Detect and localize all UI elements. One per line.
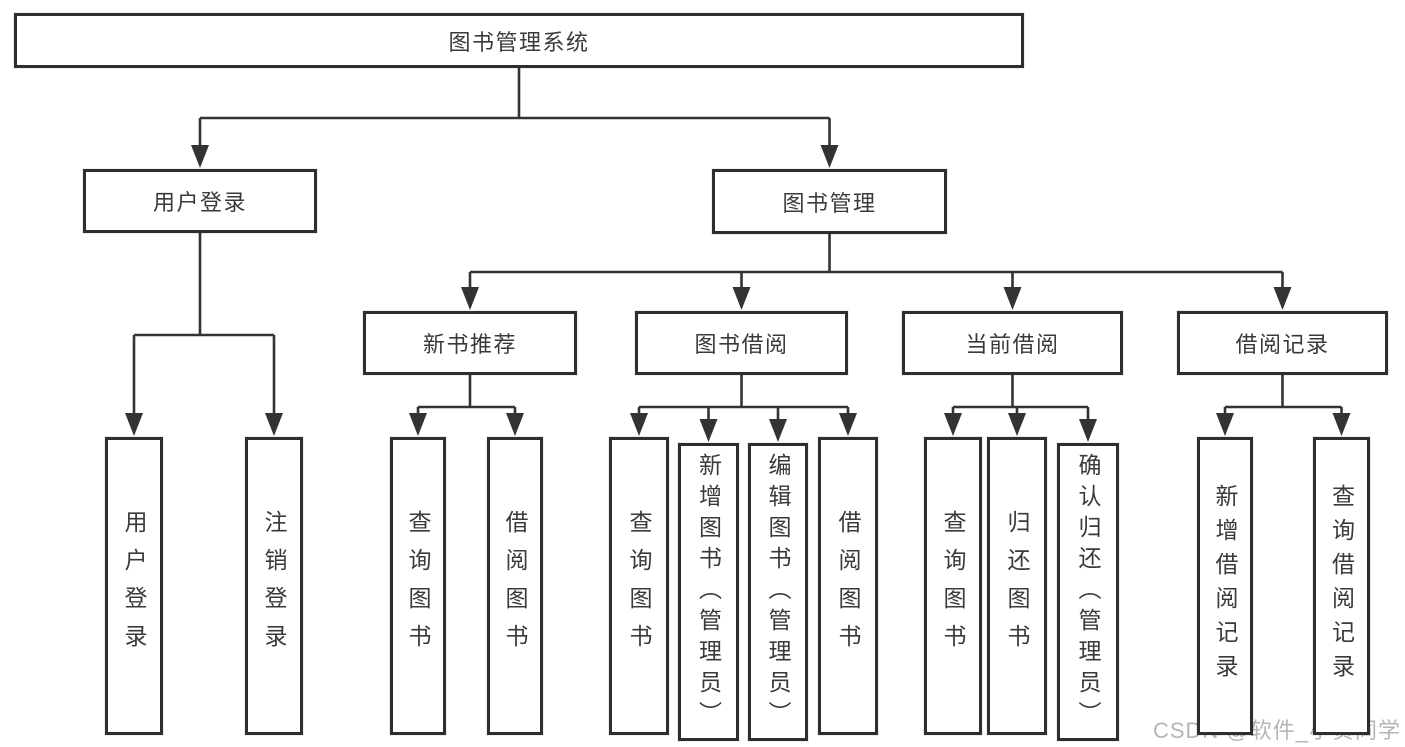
node-leaf-search-books: 查询图书 [609,437,669,735]
node-leaf-borrow-books: 借阅图书 [487,437,543,735]
node-leaf-confirm-return-admin: 确认归还（管理员） [1057,443,1119,741]
node-branch-user-login: 用户登录 [83,169,317,233]
node-leaf-borrow-books: 借阅图书 [818,437,878,735]
node-leaf-logout: 注销登录 [245,437,303,735]
node-leaf-return-books: 归还图书 [987,437,1047,735]
node-branch-borrowing-records: 借阅记录 [1177,311,1388,375]
node-leaf-user-login: 用户登录 [105,437,163,735]
node-branch-new-book-recommend: 新书推荐 [363,311,577,375]
node-leaf-search-borrow-record: 查询借阅记录 [1313,437,1370,735]
node-leaf-edit-books-admin: 编辑图书（管理员） [748,443,808,741]
node-leaf-add-books-admin: 新增图书（管理员） [678,443,739,741]
node-branch-book-borrowing: 图书借阅 [635,311,848,375]
node-leaf-search-books: 查询图书 [924,437,982,735]
node-branch-current-borrowing: 当前借阅 [902,311,1123,375]
node-branch-book-management: 图书管理 [712,169,947,234]
node-leaf-add-borrow-record: 新增借阅记录 [1197,437,1253,735]
node-root-library-system: 图书管理系统 [14,13,1024,68]
node-leaf-search-books: 查询图书 [390,437,446,735]
